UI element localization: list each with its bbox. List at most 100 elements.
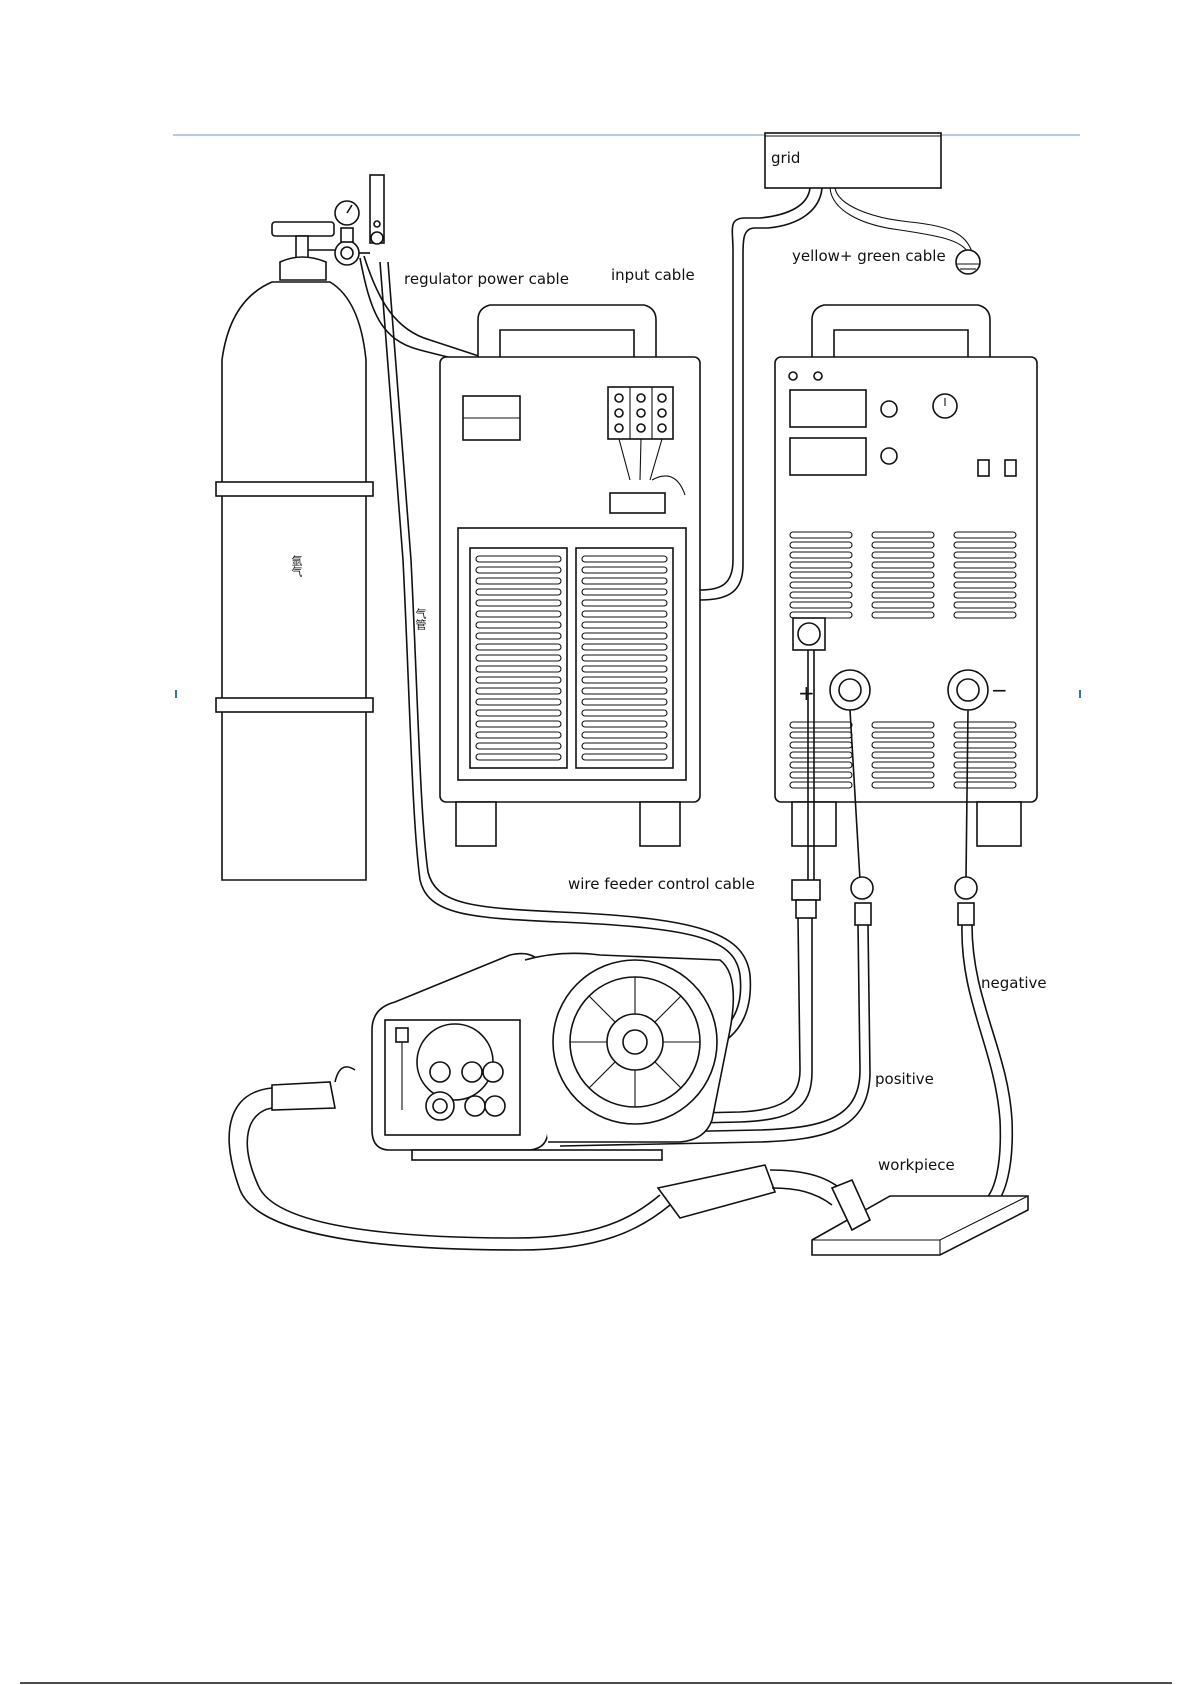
vent-slat <box>872 602 934 608</box>
vent-slat <box>476 589 561 595</box>
vent-slat <box>476 732 561 738</box>
vent-slat <box>582 677 667 683</box>
vent-slat <box>582 622 667 628</box>
vent-slat <box>954 552 1016 558</box>
vent-slat <box>872 612 934 618</box>
vent-slat <box>476 666 561 672</box>
plus-sign: + <box>798 683 815 703</box>
vent-slat <box>872 562 934 568</box>
vent-slat <box>790 732 852 738</box>
vent-slat <box>582 688 667 694</box>
vent-slat <box>476 578 561 584</box>
wire-feeder-control-cable-label: wire feeder control cable <box>568 877 755 892</box>
vent-slat <box>476 721 561 727</box>
vent-slat <box>954 592 1016 598</box>
positive-label: positive <box>875 1072 934 1087</box>
vent-slat <box>954 752 1016 758</box>
vent-slat <box>476 655 561 661</box>
vent-slat <box>872 552 934 558</box>
vent-slat <box>954 772 1016 778</box>
vent-slat <box>872 572 934 578</box>
vent-slat <box>476 699 561 705</box>
vent-slat <box>476 677 561 683</box>
vent-slat <box>582 611 667 617</box>
vent-slat <box>790 612 852 618</box>
vent-slat <box>790 542 852 548</box>
vent-slat <box>872 592 934 598</box>
vent-slat <box>582 710 667 716</box>
vent-slat <box>582 556 667 562</box>
yellow-green-cable-label: yellow+ green cable <box>792 249 946 264</box>
vent-slat <box>790 722 852 728</box>
vent-slat <box>954 742 1016 748</box>
vent-slat <box>790 772 852 778</box>
minus-sign: − <box>991 680 1008 700</box>
vent-slat <box>476 754 561 760</box>
vent-slat <box>954 532 1016 538</box>
vent-slat <box>476 567 561 573</box>
vent-slat <box>790 752 852 758</box>
vent-slat <box>582 600 667 606</box>
rear-machine <box>440 305 700 846</box>
vent-slat <box>954 762 1016 768</box>
vent-slat <box>872 532 934 538</box>
vent-slat <box>476 633 561 639</box>
vent-slat <box>872 582 934 588</box>
vent-slat <box>954 732 1016 738</box>
vent-slat <box>582 699 667 705</box>
vent-slat <box>582 721 667 727</box>
vent-slat <box>476 710 561 716</box>
cylinder-text: 氩气 <box>288 555 304 577</box>
vent-slat <box>954 602 1016 608</box>
vent-slat <box>476 622 561 628</box>
vent-slat <box>476 556 561 562</box>
vent-slat <box>790 562 852 568</box>
vent-slat <box>582 754 667 760</box>
vent-slat <box>790 762 852 768</box>
wire-feeder <box>272 953 733 1160</box>
negative-label: negative <box>981 976 1047 991</box>
vent-slat <box>954 562 1016 568</box>
vent-slat <box>872 772 934 778</box>
vent-slat <box>872 732 934 738</box>
vent-slat <box>954 542 1016 548</box>
gas-cylinder <box>216 175 384 880</box>
input-cable-label: input cable <box>611 268 695 283</box>
vent-slat <box>476 611 561 617</box>
vent-slat <box>790 532 852 538</box>
hose-text: 气管 <box>412 608 428 630</box>
vent-slat <box>790 742 852 748</box>
vent-slat <box>954 722 1016 728</box>
vent-slat <box>954 612 1016 618</box>
vent-slat <box>582 633 667 639</box>
vent-slat <box>790 582 852 588</box>
vent-slat <box>872 752 934 758</box>
vent-slat <box>582 589 667 595</box>
vent-slat <box>476 600 561 606</box>
vent-slat <box>954 582 1016 588</box>
vent-slat <box>582 732 667 738</box>
vent-slat <box>582 743 667 749</box>
vent-slat <box>582 655 667 661</box>
vent-slat <box>872 722 934 728</box>
vent-slat <box>790 552 852 558</box>
vent-slat <box>582 567 667 573</box>
grid-label: grid <box>771 151 800 166</box>
vent-slat <box>872 762 934 768</box>
vent-slat <box>872 542 934 548</box>
vent-slat <box>790 572 852 578</box>
vent-slat <box>582 644 667 650</box>
regulator-power-cable-label: regulator power cable <box>404 272 569 287</box>
vent-slat <box>954 572 1016 578</box>
vent-slat <box>790 592 852 598</box>
vent-slat <box>790 782 852 788</box>
vent-slat <box>872 742 934 748</box>
vent-slat <box>872 782 934 788</box>
vent-slat <box>476 743 561 749</box>
vent-slat <box>582 666 667 672</box>
vent-slat <box>582 578 667 584</box>
vent-slat <box>476 688 561 694</box>
vent-slat <box>790 602 852 608</box>
